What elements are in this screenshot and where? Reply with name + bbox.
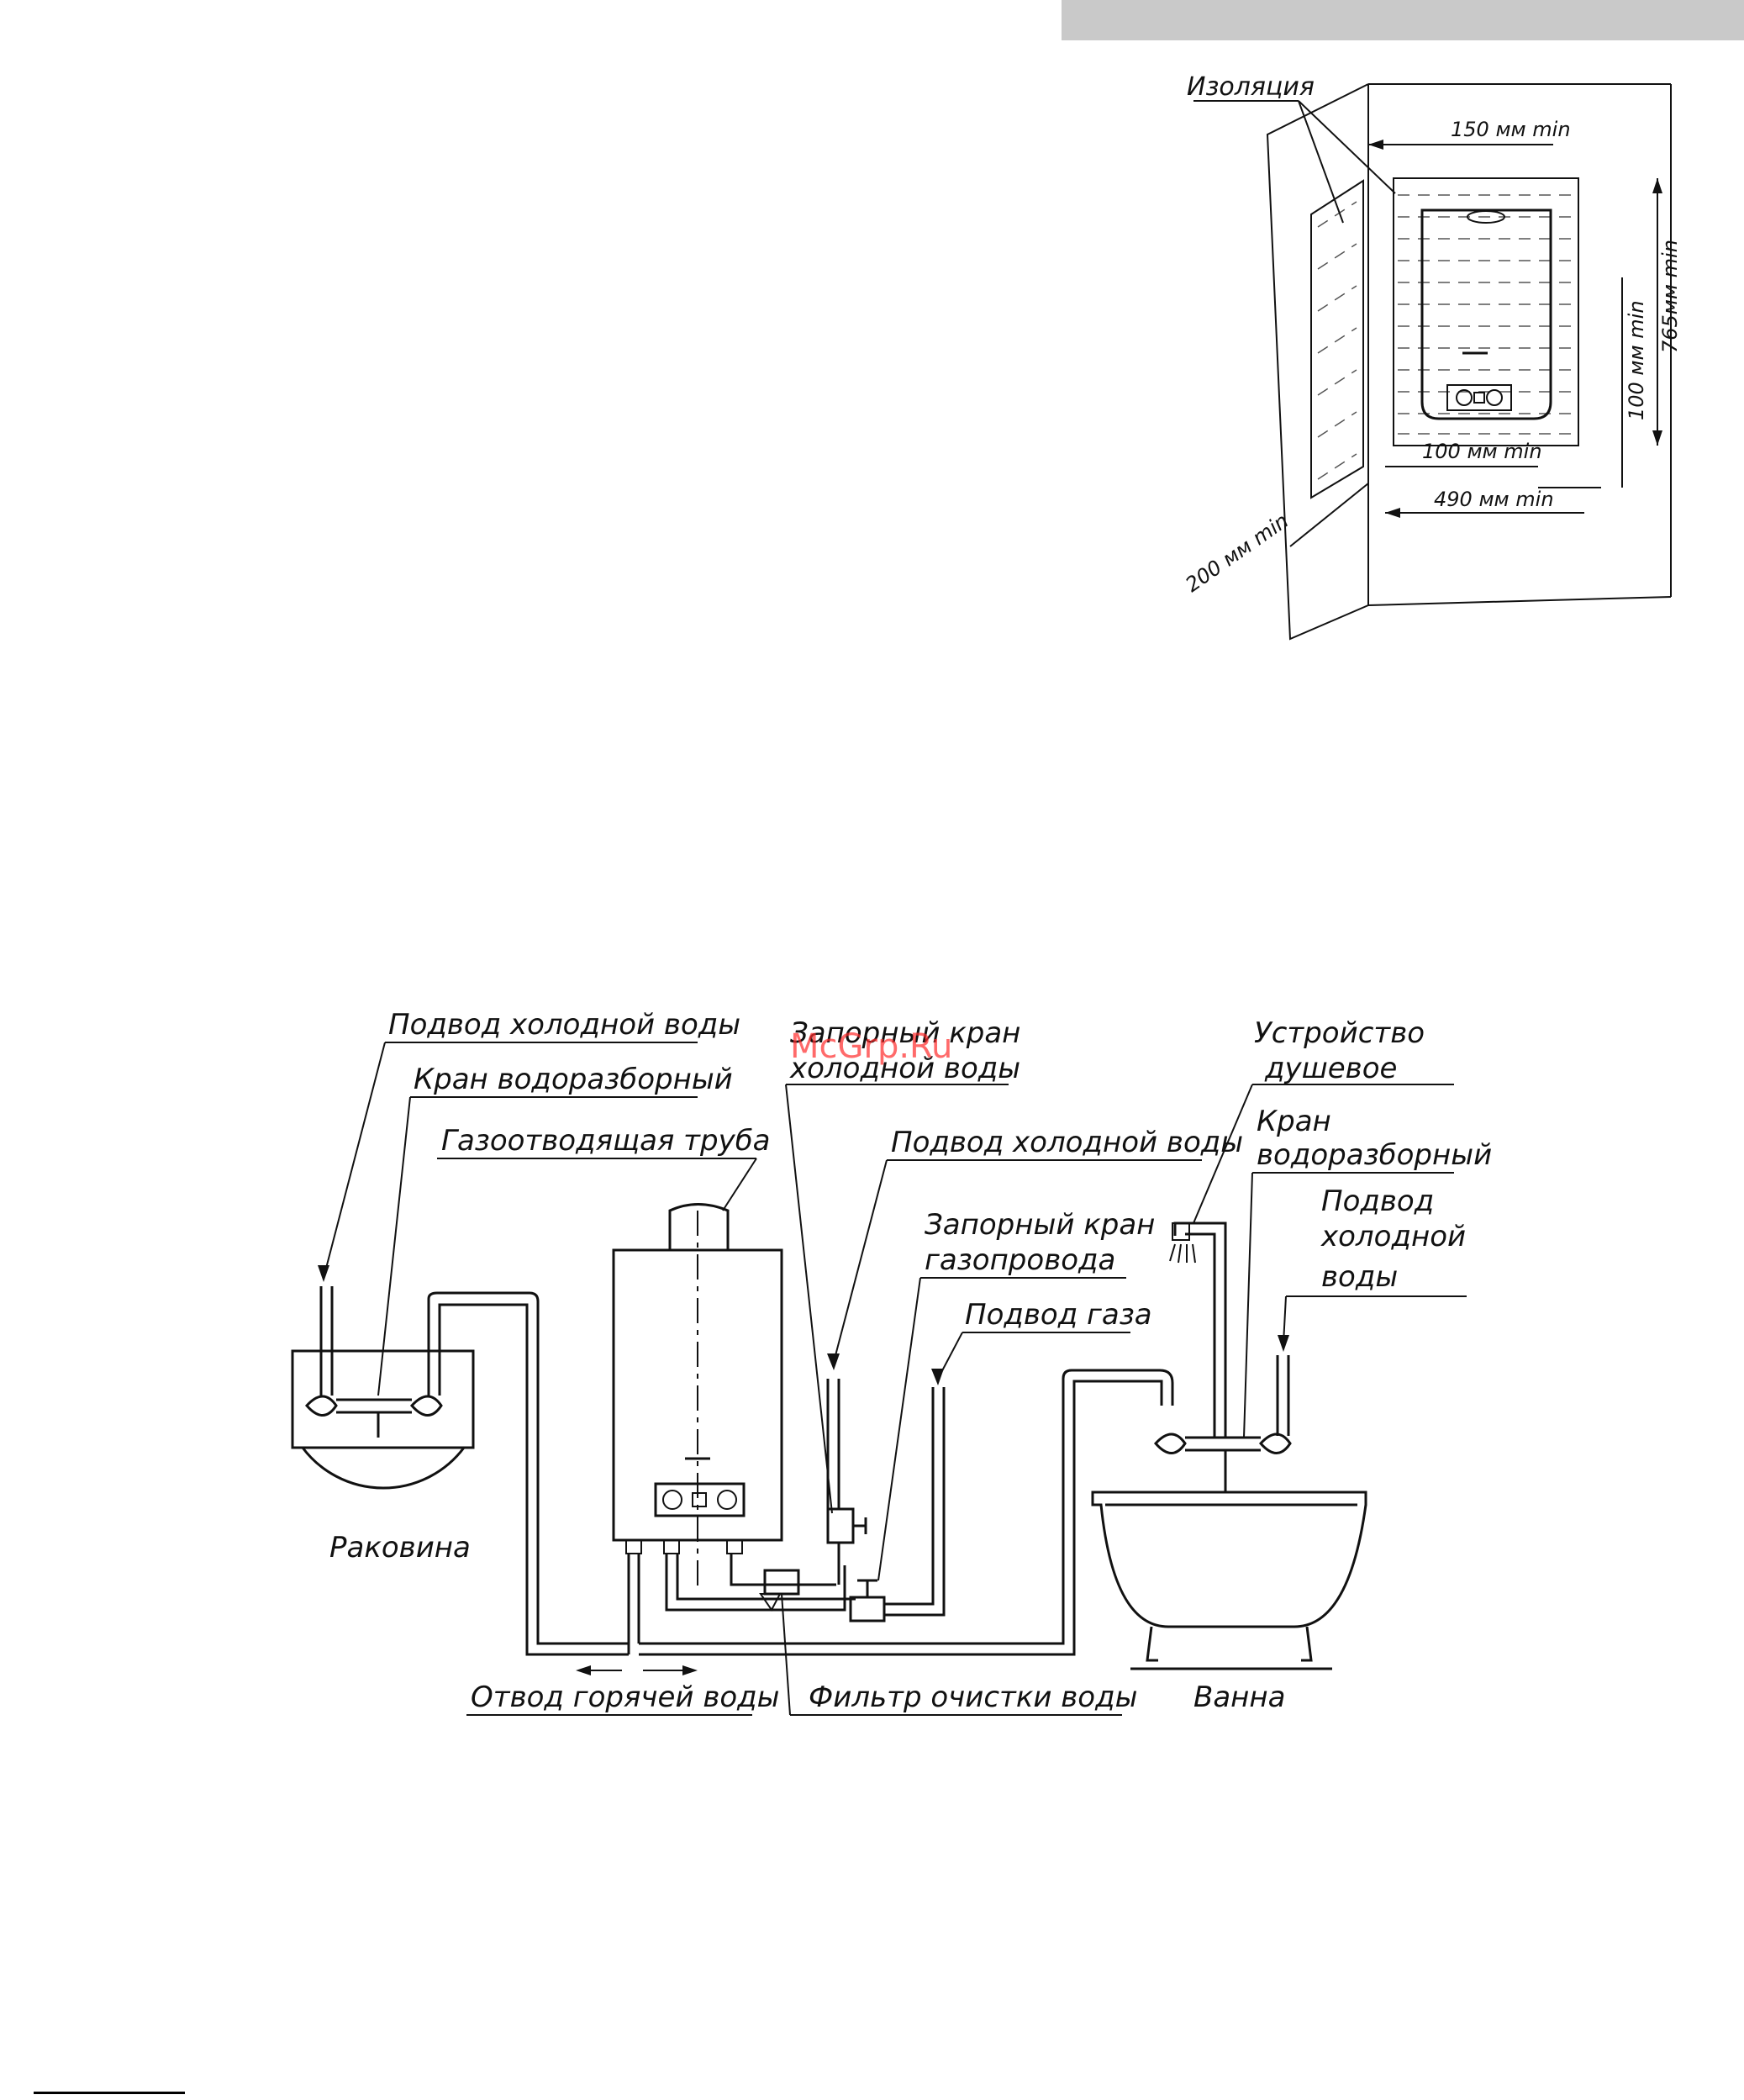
filter-and-valves — [759, 1379, 946, 1622]
label-cold-right-3: воды — [1321, 1260, 1398, 1294]
footnote-rule — [34, 2092, 185, 2094]
label-stop-gas-1: Запорный кран — [925, 1208, 1155, 1242]
label-tap-right-1: Кран — [1257, 1105, 1331, 1138]
wall-outline — [1266, 83, 1672, 641]
dim-inner-height-100: 100 мм min — [1625, 300, 1648, 420]
label-tap-right-2: водоразборный — [1257, 1138, 1492, 1172]
insulation-label: Изоляция — [1187, 72, 1315, 102]
label-cold-right-2: холодной — [1320, 1220, 1466, 1253]
label-cold-in-mid: Подвод холодной воды — [891, 1126, 1243, 1159]
dim-bottom-100: 100 мм min — [1422, 440, 1542, 463]
bath — [1091, 1221, 1367, 1670]
label-cold-right-1: Подвод — [1321, 1185, 1434, 1218]
label-hot-out: Отвод горячей воды — [471, 1681, 780, 1714]
back-insulation-panel — [1393, 177, 1579, 446]
water-heater — [612, 1203, 1174, 1656]
label-flue: Газоотводящая труба — [441, 1124, 771, 1158]
label-tap-left: Кран водоразборный — [414, 1063, 733, 1096]
label-shower-2: душевое — [1264, 1052, 1397, 1085]
leader-lines — [318, 1042, 1467, 1716]
label-bath: Ванна — [1193, 1681, 1285, 1714]
sink — [291, 1286, 629, 1656]
label-stop-cold-1: Запорный кран — [790, 1016, 1020, 1050]
dim-width-490: 490 мм min — [1434, 488, 1554, 511]
label-stop-cold-2: холодной воды — [789, 1052, 1020, 1085]
label-gas-in: Подвод газа — [965, 1298, 1152, 1332]
header-band — [1062, 0, 1744, 40]
label-sink: Раковина — [329, 1531, 471, 1564]
dim-height-765: 765мм min — [1658, 240, 1682, 353]
label-stop-gas-2: газопровода — [925, 1243, 1115, 1277]
side-insulation-panel — [1310, 179, 1364, 499]
label-shower-1: Устройство — [1254, 1016, 1425, 1050]
label-cold-in-left: Подвод холодной воды — [388, 1008, 740, 1042]
dimension-lines — [1193, 100, 1662, 547]
label-filter: Фильтр очистки воды — [809, 1681, 1137, 1714]
dim-top-150: 150 мм min — [1451, 118, 1571, 141]
heater-small — [1420, 208, 1552, 420]
watermark: McGrp.Ru — [790, 1027, 952, 1066]
